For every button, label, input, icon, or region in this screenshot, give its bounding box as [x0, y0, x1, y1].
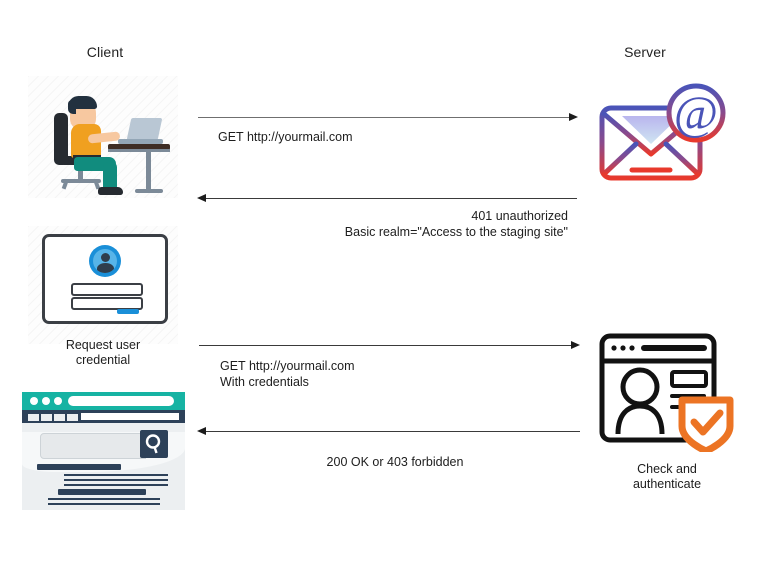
message-1-text: GET http://yourmail.com — [218, 130, 353, 144]
login-credential-caption: Request user credential — [65, 338, 141, 367]
server-column-label: Server — [624, 44, 666, 60]
shield-check-browser-icon — [592, 330, 742, 455]
message-3-text: GET http://yourmail.com With credentials — [220, 359, 355, 389]
auth-caption: Check and authenticate — [632, 462, 702, 491]
message-2-text: 401 unauthorized Basic realm="Access to … — [344, 209, 568, 239]
browser-window-icon — [22, 392, 185, 510]
login-credential-icon — [28, 226, 178, 344]
message-4-text: 200 OK or 403 forbidden — [326, 455, 464, 469]
client-column-label: Client — [86, 44, 124, 60]
magnifier-glyph — [145, 434, 161, 454]
svg-text:@: @ — [674, 87, 718, 140]
person-at-desk-icon — [28, 76, 178, 198]
email-at-icon: @ — [588, 78, 738, 194]
